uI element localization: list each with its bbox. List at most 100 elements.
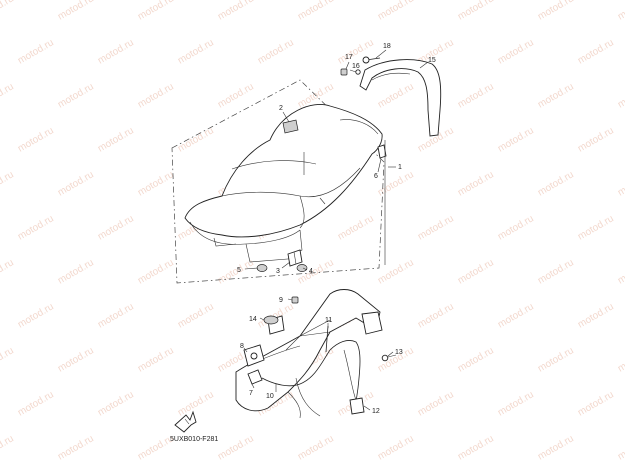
watermark-text: motod.ru	[416, 301, 456, 330]
watermark-text: motod.ru	[0, 169, 16, 198]
cable-end	[349, 397, 365, 415]
seat-assembly-boundary	[171, 79, 385, 284]
watermark-text: motod.ru	[496, 389, 536, 418]
watermark-text: motod.ru	[296, 433, 336, 462]
grab-bar-washer	[355, 69, 361, 75]
watermark-text: motod.ru	[0, 345, 16, 374]
frame-grommet	[263, 315, 279, 325]
watermark-text: motod.ru	[376, 0, 416, 23]
watermark-text: motod.ru	[56, 169, 96, 198]
watermark-text: motod.ru	[216, 0, 256, 23]
watermark-text: motod.ru	[616, 169, 625, 198]
watermark-text: motod.ru	[216, 433, 256, 462]
watermark-text: motod.ru	[136, 0, 176, 23]
seat	[184, 104, 383, 263]
callout-18: 18	[383, 43, 391, 50]
watermark-text: motod.ru	[216, 81, 256, 110]
watermark-text: motod.ru	[456, 169, 496, 198]
watermark-text: motod.ru	[136, 169, 176, 198]
callout-11: 11	[325, 317, 332, 324]
watermark-text: motod.ru	[496, 301, 536, 330]
watermark-text: motod.ru	[536, 0, 576, 23]
watermark-text: motod.ru	[136, 345, 176, 374]
watermark-text: motod.ru	[576, 301, 616, 330]
callout-5: 5	[237, 267, 241, 274]
watermark-text: motod.ru	[16, 37, 56, 66]
callout-6: 6	[374, 173, 378, 180]
watermark-text: motod.ru	[16, 389, 56, 418]
frame-nut	[291, 296, 299, 304]
watermark-text: motod.ru	[376, 169, 416, 198]
watermark-text: motod.ru	[376, 257, 416, 286]
watermark-text: motod.ru	[456, 81, 496, 110]
callout-3: 3	[276, 268, 280, 275]
watermark-text: motod.ru	[456, 345, 496, 374]
seat-damper-4	[296, 264, 308, 272]
watermark-text: motod.ru	[256, 37, 296, 66]
watermark-text: motod.ru	[496, 125, 536, 154]
callout-7: 7	[249, 390, 253, 397]
callout-4: 4	[309, 268, 313, 275]
watermark-text: motod.ru	[416, 213, 456, 242]
watermark-text: motod.ru	[616, 433, 625, 462]
watermark-text: motod.ru	[0, 257, 16, 286]
watermark-text: motod.ru	[536, 257, 576, 286]
watermark-text: motod.ru	[536, 81, 576, 110]
seat-lock-cable	[261, 340, 361, 403]
watermark-text: motod.ru	[0, 81, 16, 110]
watermark-text: motod.ru	[96, 389, 136, 418]
watermark-text: motod.ru	[0, 433, 16, 462]
watermark-text: motod.ru	[16, 125, 56, 154]
watermark-text: motod.ru	[16, 301, 56, 330]
front-direction-arrow-icon	[174, 410, 197, 433]
watermark-text: motod.ru	[376, 81, 416, 110]
diagram-code: 5UXB010-F281	[170, 436, 218, 443]
callout-10: 10	[266, 393, 274, 400]
watermark-text: motod.ru	[576, 125, 616, 154]
watermark-text: motod.ru	[56, 81, 96, 110]
callout-17: 17	[345, 54, 353, 61]
watermark-text: motod.ru	[56, 345, 96, 374]
callout-15: 15	[428, 57, 436, 64]
watermark-text: motod.ru	[136, 257, 176, 286]
watermark-text: motod.ru	[176, 125, 216, 154]
watermark-text: motod.ru	[176, 37, 216, 66]
callout-2: 2	[279, 105, 283, 112]
watermark-text: motod.ru	[16, 213, 56, 242]
watermark-text: motod.ru	[96, 125, 136, 154]
watermark-text: motod.ru	[456, 257, 496, 286]
watermark-text: motod.ru	[176, 389, 216, 418]
seat-hook	[377, 144, 387, 159]
watermark-text: motod.ru	[616, 257, 625, 286]
watermark-text: motod.ru	[576, 389, 616, 418]
watermark-text: motod.ru	[456, 433, 496, 462]
watermark-text: motod.ru	[336, 213, 376, 242]
watermark-text: motod.ru	[0, 0, 16, 23]
watermark-text: motod.ru	[496, 37, 536, 66]
watermark-text: motod.ru	[376, 433, 416, 462]
watermark-text: motod.ru	[576, 213, 616, 242]
callout-1: 1	[398, 164, 402, 171]
watermark-text: motod.ru	[536, 433, 576, 462]
watermark-text: motod.ru	[96, 301, 136, 330]
watermark-text: motod.ru	[56, 257, 96, 286]
watermark-text: motod.ru	[536, 169, 576, 198]
rear-frame	[235, 289, 383, 419]
lock-clip	[247, 369, 263, 385]
callout-12: 12	[372, 408, 380, 415]
watermark-text: motod.ru	[56, 433, 96, 462]
watermark-text: motod.ru	[56, 0, 96, 23]
grab-bar	[359, 59, 442, 137]
callout-8: 8	[240, 343, 244, 350]
grab-bar-nut	[340, 68, 348, 76]
seat-lock	[243, 344, 265, 367]
watermark-text: motod.ru	[456, 0, 496, 23]
watermark-text: motod.ru	[616, 0, 625, 23]
watermark-text: motod.ru	[96, 37, 136, 66]
callout-9: 9	[279, 297, 283, 304]
callout-13: 13	[395, 349, 403, 356]
leader-lines	[243, 49, 429, 411]
seat-damper-5	[256, 264, 268, 272]
watermark-text: motod.ru	[96, 213, 136, 242]
